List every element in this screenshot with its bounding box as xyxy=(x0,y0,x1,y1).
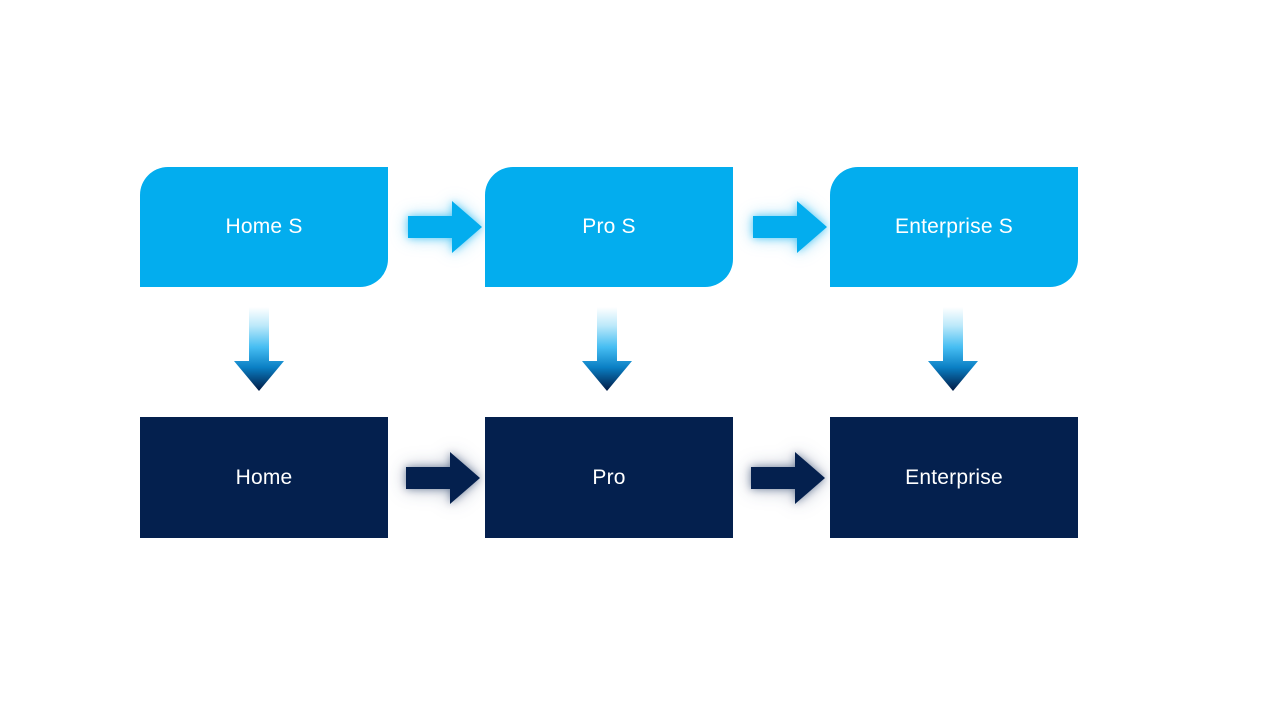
node-pro-s-label: Pro S xyxy=(582,215,636,239)
arrow-pro-to-enterprise-icon xyxy=(751,452,825,504)
arrow-home-s-to-home-icon xyxy=(234,307,284,391)
node-enterprise-label: Enterprise xyxy=(905,465,1003,489)
node-enterprise-s-label: Enterprise S xyxy=(895,215,1013,239)
node-home-s[interactable]: Home S xyxy=(140,167,388,287)
node-home-label: Home xyxy=(235,465,293,489)
node-home[interactable]: Home xyxy=(140,417,388,538)
node-pro-label: Pro xyxy=(592,465,626,489)
arrow-home-to-pro-icon xyxy=(406,452,480,504)
node-home-s-label: Home S xyxy=(225,215,303,239)
arrow-pro-s-to-enterprise-s-icon xyxy=(753,201,827,253)
node-enterprise-s[interactable]: Enterprise S xyxy=(830,167,1078,287)
node-enterprise[interactable]: Enterprise xyxy=(830,417,1078,538)
arrow-home-s-to-pro-s-icon xyxy=(408,201,482,253)
node-pro[interactable]: Pro xyxy=(485,417,733,538)
arrow-enterprise-s-to-enterprise-icon xyxy=(928,307,978,391)
arrow-pro-s-to-pro-icon xyxy=(582,307,632,391)
node-pro-s[interactable]: Pro S xyxy=(485,167,733,287)
